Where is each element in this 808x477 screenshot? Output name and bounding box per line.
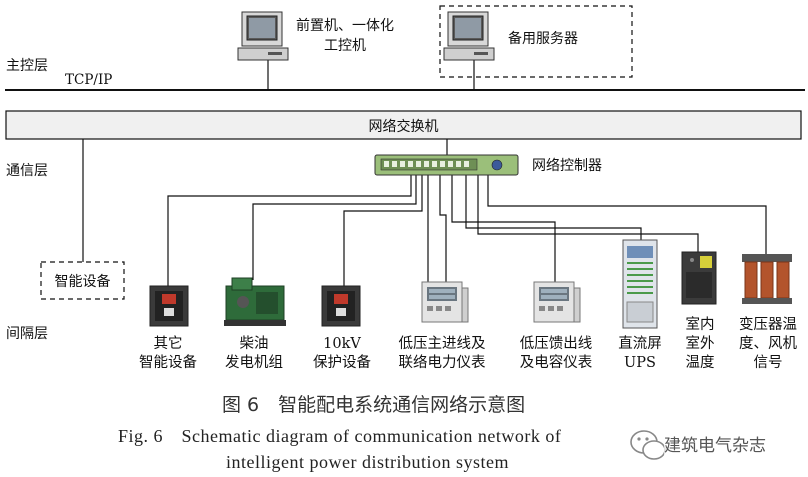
power-meter-icon [421,281,469,323]
watermark-text: 建筑电气杂志 [664,431,766,456]
device-label-line: 低压馈出线 [519,336,593,352]
device-label-line: 直流屏 [618,336,662,352]
transformer-icon [742,254,792,304]
device-label-transformer: 变压器温 度、风机 信号 [730,316,806,373]
protection-device-icon [321,285,361,327]
dc-cabinet-icon [622,239,658,329]
temperature-controller-icon [681,251,717,305]
device-label-other: 其它 智能设备 [128,335,208,373]
backup-server-computer-icon [443,11,495,61]
device-label-line: 温度 [685,355,715,371]
network-switch-label: 网络交换机 [368,119,439,135]
caption-english-line1: Fig. 6 Schematic diagram of communicatio… [118,426,562,446]
device-label-main-meter: 低压主进线及 联络电力仪表 [386,335,498,373]
network-controller-label: 网络控制器 [532,158,602,174]
device-label-line: 及电容仪表 [519,355,593,371]
device-label-protection: 10kV 保护设备 [302,335,382,373]
device-label-line: 室内 [685,317,715,333]
device-label-line: 低压主进线及 [398,336,486,352]
device-label-generator: 柴油 发电机组 [214,335,294,373]
front-end-label-line1: 前置机、一体化 [296,18,394,34]
breaker-icon [149,285,189,327]
capacitor-meter-icon [533,281,581,323]
branch-cables [167,175,767,286]
smart-device-label: 智能设备 [54,274,111,290]
device-label-line: 联络电力仪表 [398,355,486,371]
network-controller-icon [374,154,519,176]
device-label-line: 变压器温 [739,317,797,333]
backup-server-label: 备用服务器 [508,31,578,47]
front-end-computer-icon [237,11,289,61]
comm-layer-label: 通信层 [6,163,48,179]
device-label-temperature: 室内 室外 温度 [672,316,728,373]
smart-device-frame [40,261,125,300]
device-label-feeder-meter: 低压馈出线 及电容仪表 [508,335,604,373]
device-label-dc-ups: 直流屏 UPS [610,335,670,373]
diesel-generator-icon [224,277,286,326]
device-label-line: 柴油 [239,336,269,352]
device-label-line: 信号 [753,355,783,371]
device-label-line: 发电机组 [225,355,283,371]
caption-english-line2: intelligent power distribution system [226,452,509,472]
device-label-line: 室外 [685,336,715,352]
bay-layer-label: 间隔层 [6,326,48,342]
backup-server-frame [439,5,633,78]
caption-chinese: 图 6 智能配电系统通信网络示意图 [222,394,526,416]
wechat-watermark-icon [630,430,666,460]
device-label-line: UPS [624,355,656,371]
network-switch-bar [5,110,802,140]
device-label-line: 其它 [153,336,183,352]
device-label-line: 10kV [323,336,361,352]
device-label-line: 保护设备 [313,355,371,371]
tcpip-label: TCP/IP [65,72,113,88]
device-label-line: 度、风机 [739,336,797,352]
front-end-label-line2: 工控机 [324,38,366,54]
front-end-label: 前置机、一体化 工控机 [290,16,400,56]
master-layer-label: 主控层 [6,58,48,74]
device-label-line: 智能设备 [139,355,197,371]
